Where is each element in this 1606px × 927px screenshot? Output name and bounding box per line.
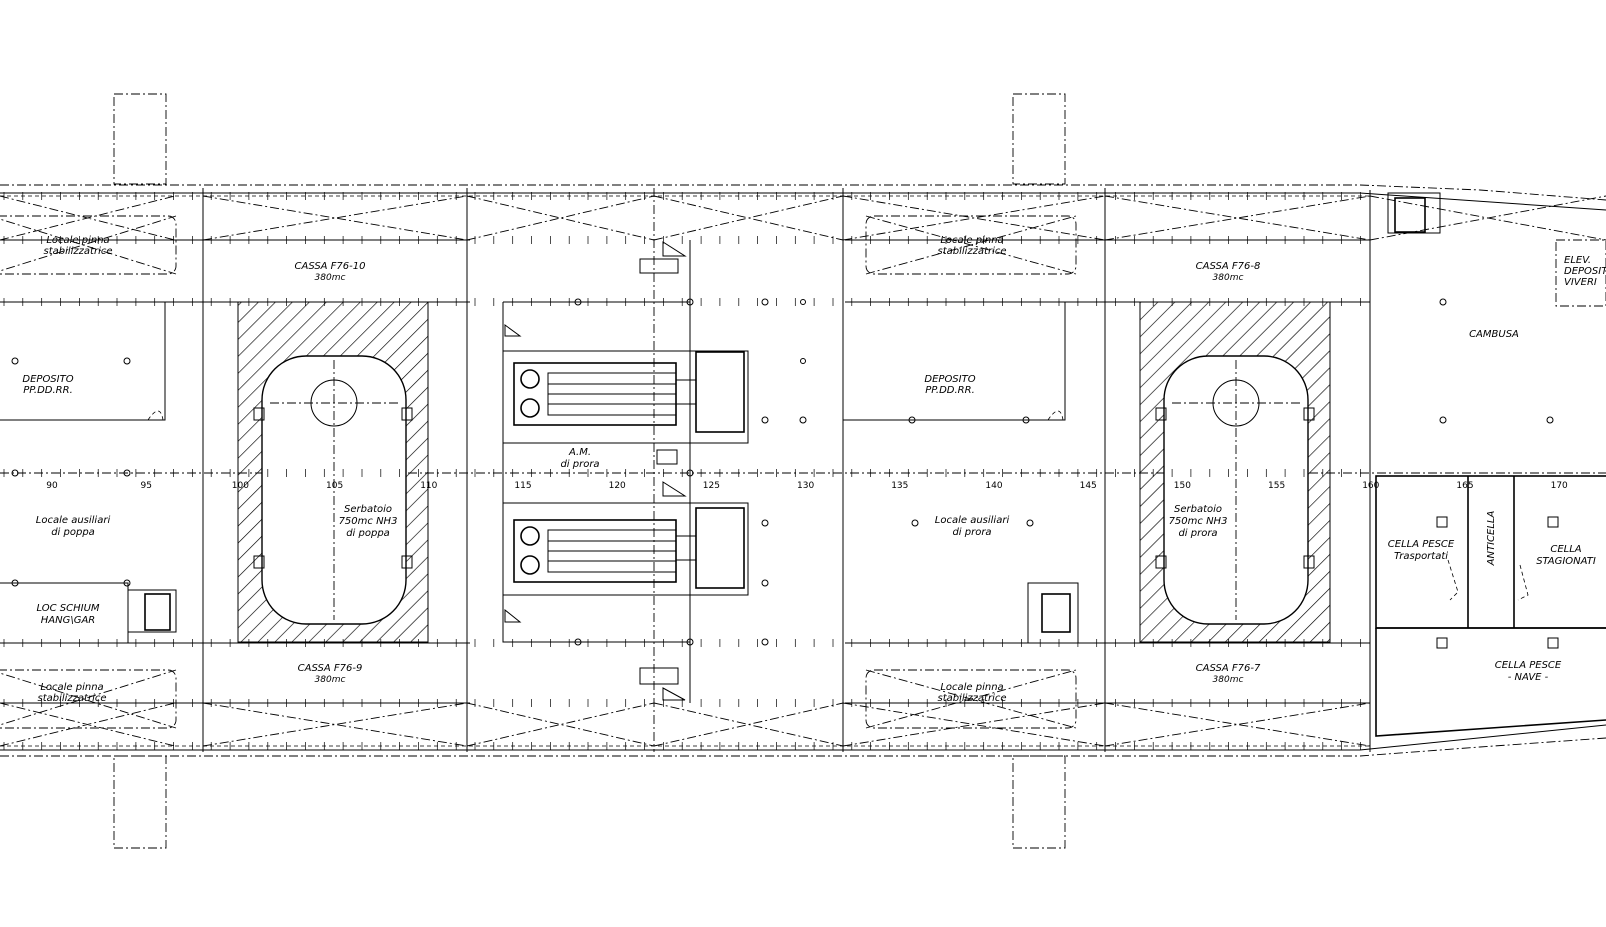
label-locale-pinna-2b: stabilizzatrice <box>937 246 1006 257</box>
centerline-markers <box>11 469 1034 527</box>
main-engine-lower <box>513 507 745 589</box>
double-bottom-crosses <box>0 195 1606 747</box>
frame-number-95: 95 <box>140 481 151 491</box>
label-am-prora-a: A.M. <box>568 447 591 458</box>
frame-number-165: 165 <box>1456 481 1473 491</box>
label-cassa-7b: 380mc <box>1213 675 1244 685</box>
label-cassa-8a: CASSA F76-8 <box>1196 261 1261 272</box>
frame-number-120: 120 <box>609 481 626 491</box>
label-cassa-9b: 380mc <box>315 675 346 685</box>
label-elev-b: DEPOSITO <box>1564 266 1606 277</box>
label-cassa-9a: CASSA F76-9 <box>298 663 363 674</box>
frame-ticks <box>3 192 1361 750</box>
label-elev-a: ELEV. <box>1564 255 1591 266</box>
frame-number-130: 130 <box>797 481 814 491</box>
label-loc-schium-a: LOC SCHIUM <box>36 603 99 614</box>
label-cella-nave-b: - NAVE - <box>1508 672 1549 683</box>
label-deposito-2a: DEPOSITO <box>924 374 975 385</box>
label-am-prora-b: di prora <box>560 459 599 470</box>
label-cassa-7a: CASSA F76-7 <box>1196 663 1261 674</box>
hull-outline <box>0 184 1606 757</box>
label-aux-prora-a: Locale ausiliari <box>935 515 1010 526</box>
frame-number-90: 90 <box>46 481 58 491</box>
loc-schium-room <box>0 579 131 643</box>
frame-number-115: 115 <box>514 481 531 491</box>
label-deposito-2b: PP.DD.RR. <box>925 385 975 396</box>
forward-cold-rooms <box>1375 239 1606 737</box>
label-deposito-1b: PP.DD.RR. <box>23 385 73 396</box>
label-cassa-10b: 380mc <box>315 273 346 283</box>
label-locale-pinna-3a: Locale pinna <box>40 682 103 693</box>
label-cella-stagionati-b: STAGIONATI <box>1536 556 1596 567</box>
label-serbatoio-poppa-a: Serbatoio <box>344 504 392 515</box>
label-aux-poppa-a: Locale ausiliari <box>36 515 111 526</box>
frame-number-140: 140 <box>985 481 1002 491</box>
frame-number-170: 170 <box>1551 481 1568 491</box>
label-serbatoio-poppa-c: di poppa <box>346 528 390 539</box>
frame-number-155: 155 <box>1268 481 1285 491</box>
label-cambusa: CAMBUSA <box>1469 329 1519 340</box>
frame-number-105: 105 <box>326 481 343 491</box>
label-locale-pinna-4b: stabilizzatrice <box>937 693 1006 704</box>
frame-number-135: 135 <box>891 481 908 491</box>
label-locale-pinna-3b: stabilizzatrice <box>37 693 106 704</box>
nh3-tank-fwd <box>1139 301 1331 643</box>
label-cassa-8b: 380mc <box>1213 273 1244 283</box>
label-cella-stagionati-a: CELLA <box>1550 544 1581 555</box>
label-cella-trasportati-b: Trasportati <box>1394 551 1448 562</box>
label-aux-prora-b: di prora <box>952 527 991 538</box>
label-serbatoio-prora-b: 750mc NH3 <box>1169 516 1228 527</box>
label-locale-pinna-1b: stabilizzatrice <box>43 246 112 257</box>
label-locale-pinna-2a: Locale pinna <box>940 235 1003 246</box>
label-anticella: ANTICELLA <box>1486 511 1497 567</box>
frame-number-125: 125 <box>703 481 720 491</box>
label-locale-pinna-1a: Locale pinna <box>46 235 109 246</box>
transverse-bulkheads <box>202 188 1371 752</box>
label-serbatoio-prora-a: Serbatoio <box>1174 504 1222 515</box>
fin-rooms <box>0 215 1077 729</box>
frame-number-110: 110 <box>420 481 437 491</box>
frame-number-160: 160 <box>1362 481 1379 491</box>
label-aux-poppa-b: di poppa <box>51 527 95 538</box>
label-elev-c: VIVERI <box>1564 277 1597 288</box>
label-cella-nave-a: CELLA PESCE <box>1495 660 1562 671</box>
label-loc-schium-b: HANG\GAR <box>41 615 96 626</box>
nh3-tank-aft <box>237 301 429 643</box>
label-deposito-1a: DEPOSITO <box>22 374 73 385</box>
engine-room <box>502 240 807 703</box>
room-labels: Locale pinna stabilizzatrice CASSA F76-1… <box>22 235 1606 704</box>
frame-number-100: 100 <box>232 481 249 491</box>
label-cassa-10a: CASSA F76-10 <box>295 261 366 272</box>
frame-numbers: 90 95 100 105 110 115 120 125 130 135 140 145 150 155… <box>46 481 1568 491</box>
deposito-rooms <box>0 301 1066 424</box>
label-serbatoio-poppa-b: 750mc NH3 <box>339 516 398 527</box>
frame-number-145: 145 <box>1080 481 1097 491</box>
main-engine-upper <box>513 351 745 433</box>
frame-number-150: 150 <box>1174 481 1191 491</box>
label-locale-pinna-4a: Locale pinna <box>940 682 1003 693</box>
label-serbatoio-prora-c: di prora <box>1178 528 1217 539</box>
label-cella-trasportati-a: CELLA PESCE <box>1388 539 1455 550</box>
